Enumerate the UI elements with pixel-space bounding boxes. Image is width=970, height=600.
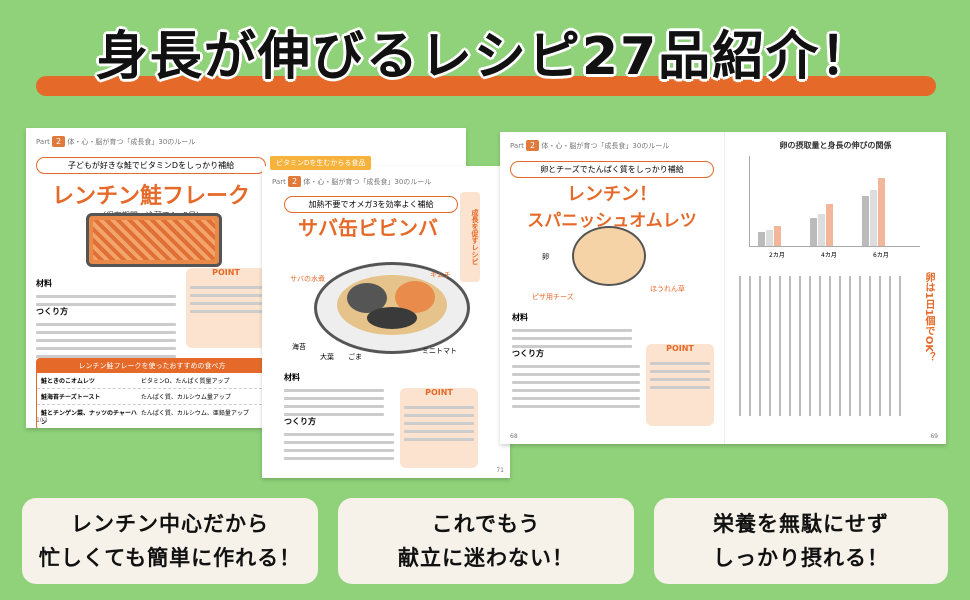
steps-label: つくり方 (36, 307, 68, 316)
salmon-dish-image (86, 213, 222, 267)
recipe-title: レンチン！ (567, 184, 657, 205)
feature-card-3: 栄養を無駄にせず しっかり摂れる！ (654, 498, 948, 584)
ribbon-label: ビタミンDを生むからる食品 (270, 156, 372, 170)
recipe-header: 加熱不要でオメガ3を効率よく補給 (284, 196, 458, 213)
bar-chart-image (749, 156, 920, 247)
bibimbap-plate-image (314, 262, 470, 354)
ingredients-label: 材料 (36, 279, 52, 288)
recipe-title: レンチン鮭フレーク (51, 184, 250, 209)
card-line: これでもう (431, 512, 541, 536)
right-page-a: Part 2 体・心・脳が育つ「成長食」30のルール 卵とチーズでたんぱく質をし… (500, 132, 724, 444)
recipe-title-line2: スパニッシュオムレツ (527, 211, 697, 231)
serving-table: レンチン鮭フレークを使ったおすすめの食べ方 鮭ときのこオムレツビタミンD、たんぱ… (36, 358, 268, 428)
headline: 身長が伸びるレシピ27品紹介！ (95, 27, 875, 87)
card-line: しっかり摂れる！ (713, 546, 889, 570)
feature-card-2: これでもう 献立に迷わない！ (338, 498, 634, 584)
ingredients-label: 材料 (512, 313, 528, 322)
card-line: 献立に迷わない！ (398, 546, 574, 570)
book-spread-right: Part 2 体・心・脳が育つ「成長食」30のルール 卵とチーズでたんぱく質をし… (500, 132, 946, 444)
point-box: POINT (400, 388, 478, 468)
left-page-a: Part 2 体・心・脳が育つ「成長食」30のルール 子どもが好きな鮭でビタミン… (26, 128, 276, 428)
title-banner (36, 76, 936, 96)
card-line: 忙しくても簡単に作れる！ (38, 546, 302, 570)
recipe-title: サバ缶ビビンバ (298, 216, 438, 240)
recipe-header: 子どもが好きな鮭でビタミンDをしっかり補給 (36, 157, 266, 174)
ingredients-label: 材料 (284, 373, 300, 382)
omelette-image (572, 226, 646, 286)
section-title: 卵は1日1個でOK？ (923, 272, 934, 363)
right-page-b: 卵の摂取量と身長の伸びの関係 2カ月 4カ月 6カ月 卵は1日1個でOK？ 69 (724, 132, 946, 444)
recipe-header: 卵とチーズでたんぱく質をしっかり補給 (510, 161, 714, 178)
feature-card-1: レンチン中心だから 忙しくても簡単に作れる！ (22, 498, 318, 584)
card-line: 栄養を無駄にせず (713, 512, 889, 536)
steps-label: つくり方 (512, 349, 544, 358)
point-box: POINT (646, 344, 714, 426)
side-label: 成長を促すレシピ (460, 192, 480, 282)
point-box: POINT (186, 268, 266, 348)
book-spread-center: ビタミンDを生むからる食品 Part 2 体・心・脳が育つ「成長食」30のルール… (262, 156, 510, 478)
chart-title: 卵の摂取量と身長の伸びの関係 (779, 141, 892, 150)
card-line: レンチン中心だから (71, 512, 269, 536)
steps-label: つくり方 (284, 417, 316, 426)
